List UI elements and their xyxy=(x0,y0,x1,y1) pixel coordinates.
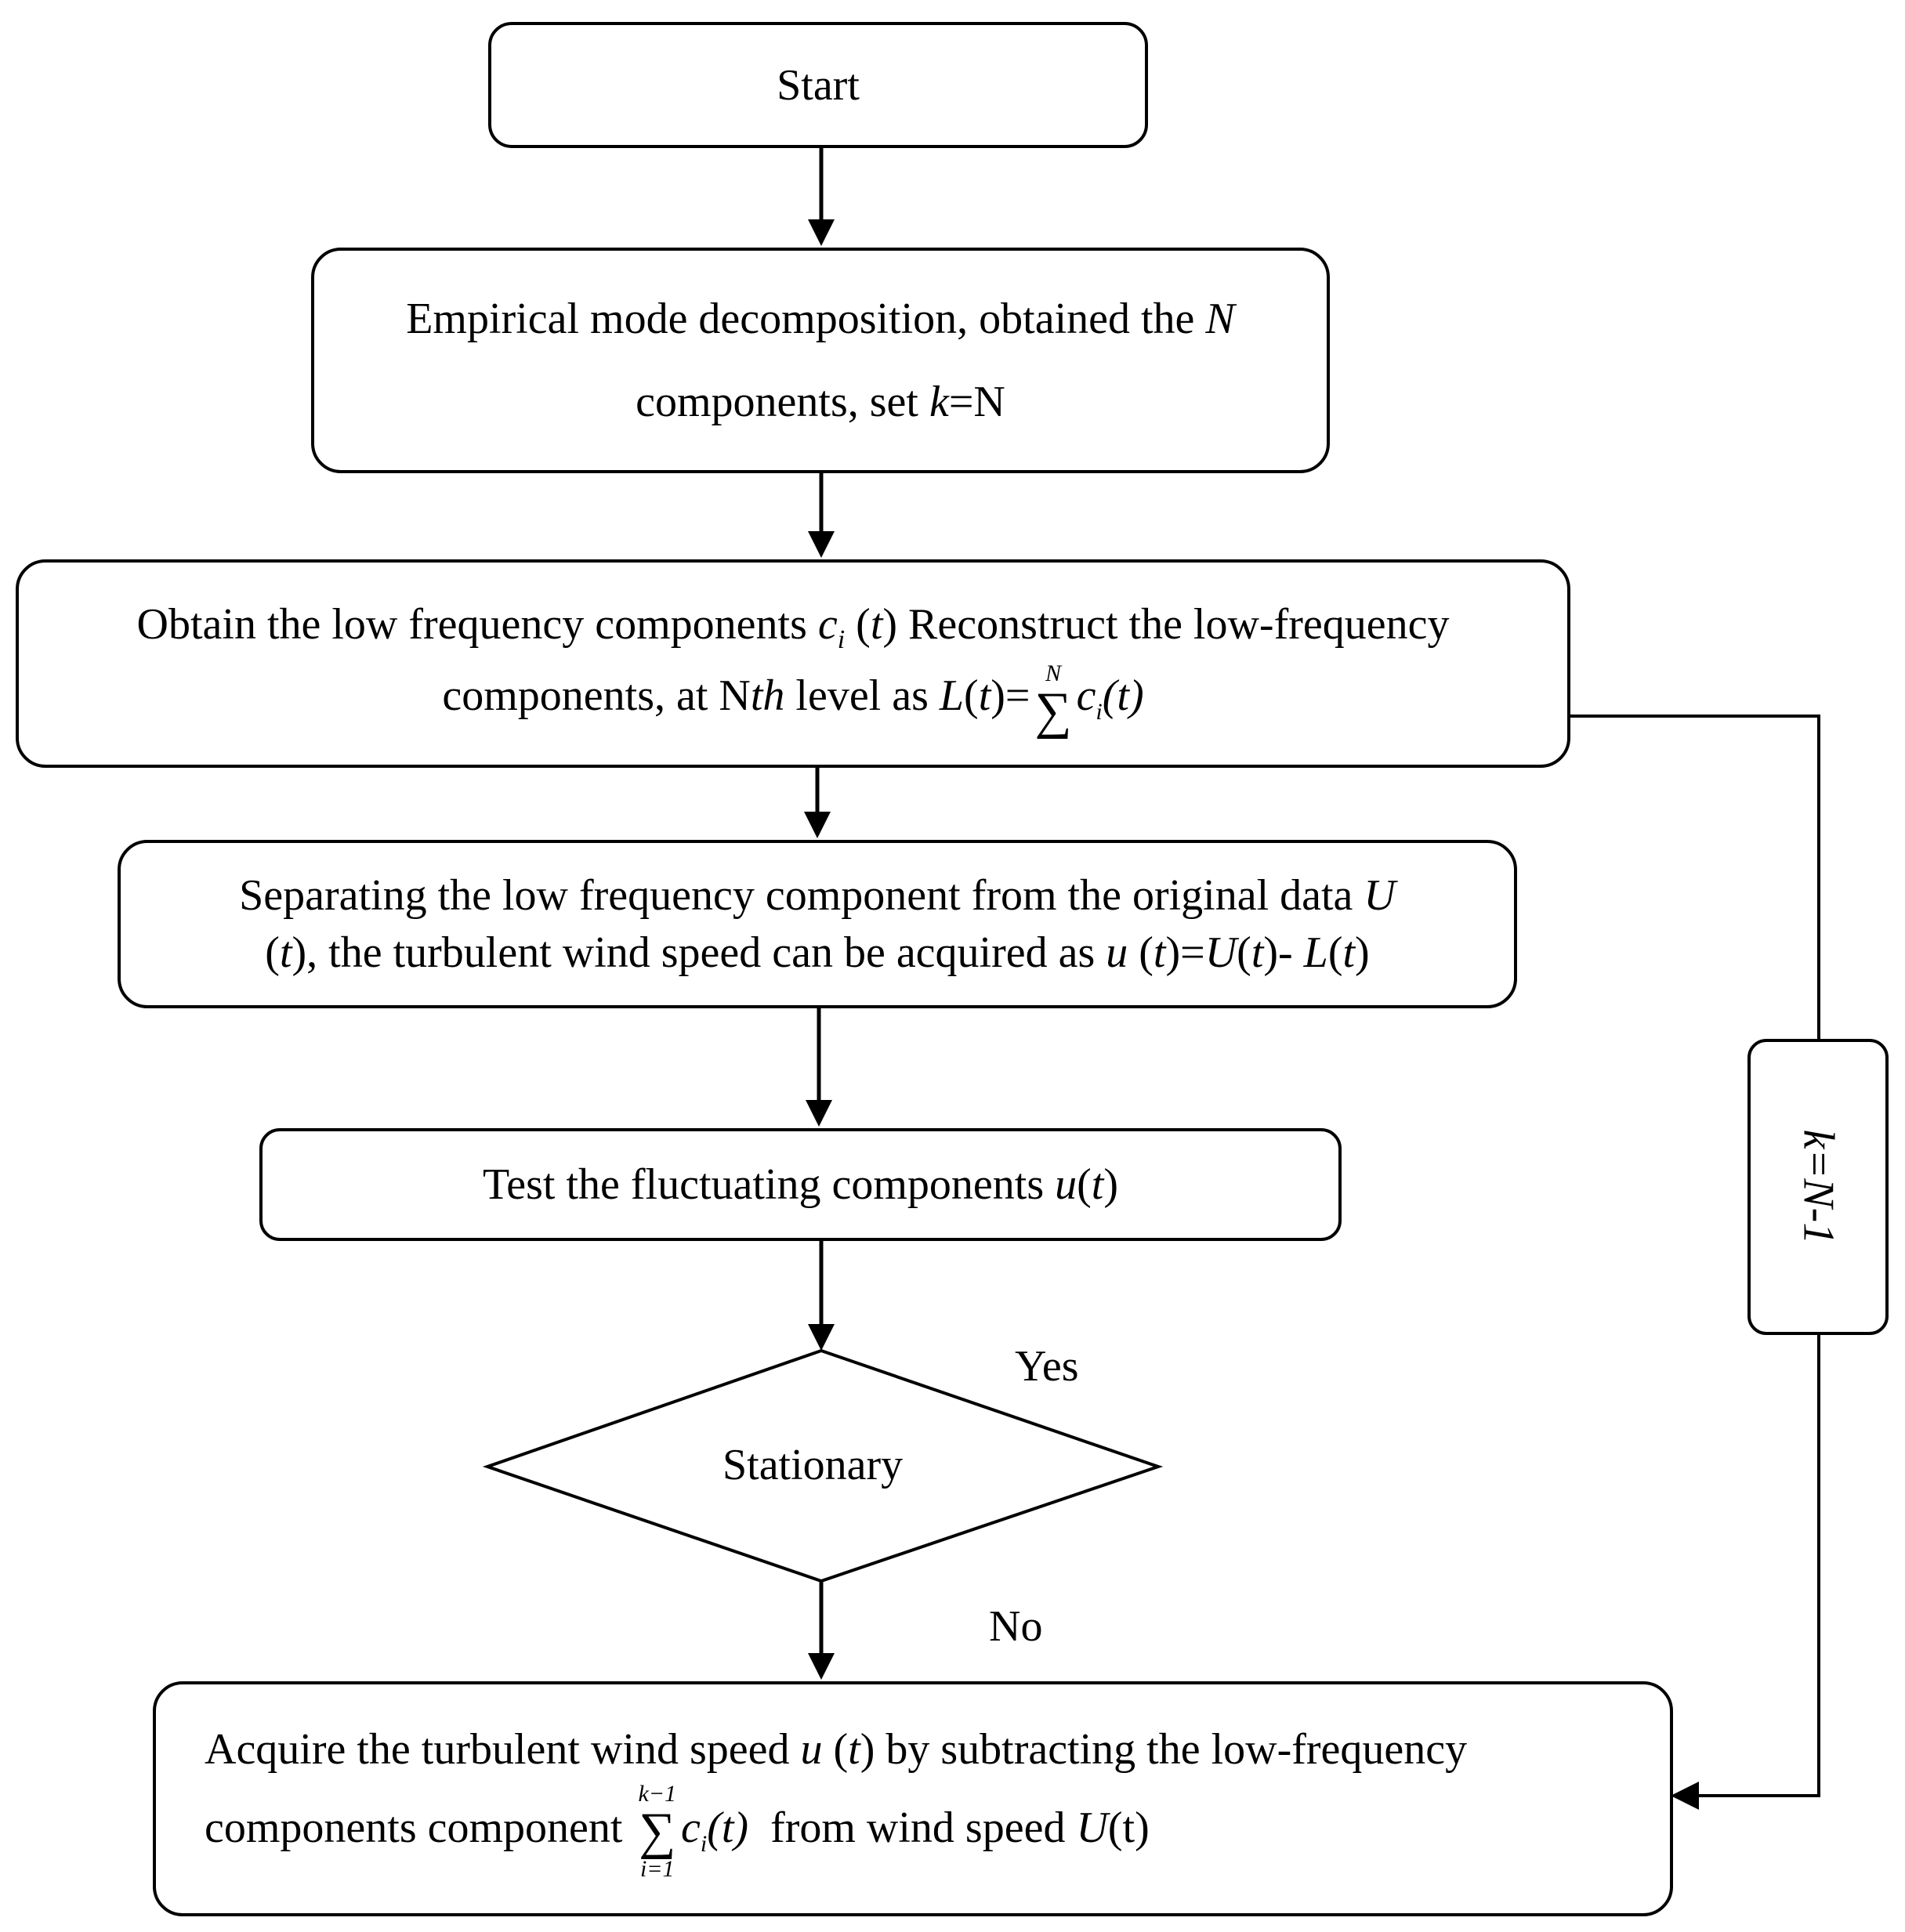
test-node: Test the fluctuating components u(t) xyxy=(259,1128,1342,1241)
arrowhead xyxy=(808,531,835,558)
sum-upper-limit: k−1 xyxy=(638,1781,677,1807)
reconstruct-line-1: Obtain the low frequency components ci (… xyxy=(137,590,1450,662)
test-line: Test the fluctuating components u(t) xyxy=(483,1157,1118,1212)
separate-minus: )- xyxy=(1263,928,1304,977)
reconstruct-text-2: ) Reconstruct the low-frequency xyxy=(882,599,1450,649)
emd-text-2: components, set xyxy=(636,378,929,426)
separate-node: Separating the low frequency component f… xyxy=(118,840,1517,1008)
separate-var-t1: t xyxy=(279,928,292,977)
reconstruct-eq: )= xyxy=(991,671,1030,721)
emd-text-3: =N xyxy=(948,378,1005,426)
separate-var-t4: t xyxy=(1342,928,1356,977)
separate-var-L: L xyxy=(1303,928,1328,977)
sum-term-c: c xyxy=(681,1803,701,1852)
decision-label: Stationary xyxy=(723,1441,904,1489)
acquire-var-U: U xyxy=(1076,1803,1108,1852)
separate-var-t3: t xyxy=(1251,928,1264,977)
acquire-var-u: u xyxy=(800,1725,823,1774)
arrowhead xyxy=(808,219,835,246)
separate-text-1: Separating the low frequency component f… xyxy=(239,870,1364,920)
acquire-node: Acquire the turbulent wind speed u (t) b… xyxy=(153,1681,1673,1916)
separate-eq: )= xyxy=(1165,928,1205,977)
emd-var-k: k xyxy=(929,378,949,426)
arrowhead xyxy=(804,812,831,838)
sum-sub-i: i xyxy=(1096,699,1103,725)
reconstruct-var-c: c xyxy=(817,599,838,649)
acquire-paren: ( xyxy=(822,1725,849,1774)
separate-text-2: ), the turbulent wind speed can be acqui… xyxy=(292,928,1106,977)
sum-arg: (t) xyxy=(1102,671,1144,721)
reconstruct-text-3: components, at N xyxy=(442,671,751,721)
separate-var-u: u xyxy=(1106,928,1128,977)
separate-paren-3: ( xyxy=(1237,928,1251,977)
reconstruct-sub-i: i xyxy=(837,624,846,654)
arrowhead xyxy=(808,1653,835,1680)
separate-paren-4: ( xyxy=(1327,928,1343,977)
acquire-paren-end: (t) xyxy=(1107,1803,1150,1852)
sum-lower-limit: i=1 xyxy=(639,1856,675,1882)
start-node: Start xyxy=(488,22,1148,148)
arrowhead xyxy=(806,1100,832,1127)
reconstruct-paren: ( xyxy=(845,599,871,649)
start-label: Start xyxy=(777,60,860,110)
sum-arg: (t) xyxy=(707,1803,749,1852)
separate-paren: ( xyxy=(265,928,280,977)
sum-sub-i: i xyxy=(700,1831,708,1858)
reconstruct-node: Obtain the low frequency components ci (… xyxy=(16,559,1570,768)
reconstruct-var-th: th xyxy=(750,671,785,721)
separate-var-U2: U xyxy=(1204,928,1237,977)
separate-line-1: Separating the low frequency component f… xyxy=(239,867,1396,924)
acquire-text-3: components component xyxy=(205,1803,634,1852)
acquire-line-1: Acquire the turbulent wind speed u (t) b… xyxy=(205,1717,1467,1782)
acquire-sum: k−1∑i=1 xyxy=(638,1782,676,1881)
test-paren: ( xyxy=(1077,1160,1092,1209)
reconstruct-var-L: L xyxy=(939,671,965,721)
acquire-text-2: ) by subtracting the low-frequency xyxy=(860,1725,1468,1774)
reconstruct-var-t: t xyxy=(870,599,883,649)
acquire-text-4: from wind speed xyxy=(748,1803,1077,1852)
separate-var-t2: t xyxy=(1153,928,1166,977)
emd-text-1: Empirical mode decomposition, obtained t… xyxy=(406,294,1206,343)
separate-paren-5: ) xyxy=(1355,928,1370,977)
emd-node: Empirical mode decomposition, obtained t… xyxy=(311,248,1330,473)
emd-var-n: N xyxy=(1205,294,1235,343)
reconstruct-text-4: level as xyxy=(784,671,940,721)
separate-var-U: U xyxy=(1364,870,1396,920)
sigma-symbol: ∑ xyxy=(1034,682,1072,740)
test-text: Test the fluctuating components xyxy=(482,1160,1056,1209)
loop-node: k=N-1 xyxy=(1747,1039,1889,1335)
reconstruct-sum: N∑ xyxy=(1035,662,1072,737)
separate-paren-2: ( xyxy=(1128,928,1154,977)
test-var-t: t xyxy=(1091,1160,1104,1209)
test-paren-2: ) xyxy=(1103,1160,1118,1209)
emd-line-2: components, set k=N xyxy=(636,360,1005,443)
separate-line-2: (t), the turbulent wind speed can be acq… xyxy=(265,924,1369,982)
emd-line-1: Empirical mode decomposition, obtained t… xyxy=(406,277,1235,360)
acquire-text-1: Acquire the turbulent wind speed xyxy=(205,1725,801,1774)
reconstruct-line-2: components, at Nth level as L(t)=N∑ci(t) xyxy=(442,661,1143,737)
reconstruct-paren-2: ( xyxy=(964,671,979,721)
edge-label-no: No xyxy=(989,1602,1043,1651)
arrowhead xyxy=(808,1324,835,1351)
loop-connector xyxy=(1570,715,1820,1039)
reconstruct-var-t2: t xyxy=(978,671,991,721)
acquire-var-t: t xyxy=(848,1725,860,1774)
reconstruct-text-1: Obtain the low frequency components xyxy=(136,599,818,649)
loop-label: k=N-1 xyxy=(1794,1129,1842,1245)
test-var-u: u xyxy=(1055,1160,1077,1209)
sum-term-c: c xyxy=(1076,671,1096,721)
sigma-symbol: ∑ xyxy=(639,1803,676,1860)
loop-connector-lower xyxy=(1693,1335,1820,1797)
sum-upper-limit: N xyxy=(1045,660,1062,687)
arrowhead xyxy=(1671,1782,1699,1810)
edge-label-yes: Yes xyxy=(1015,1342,1079,1391)
